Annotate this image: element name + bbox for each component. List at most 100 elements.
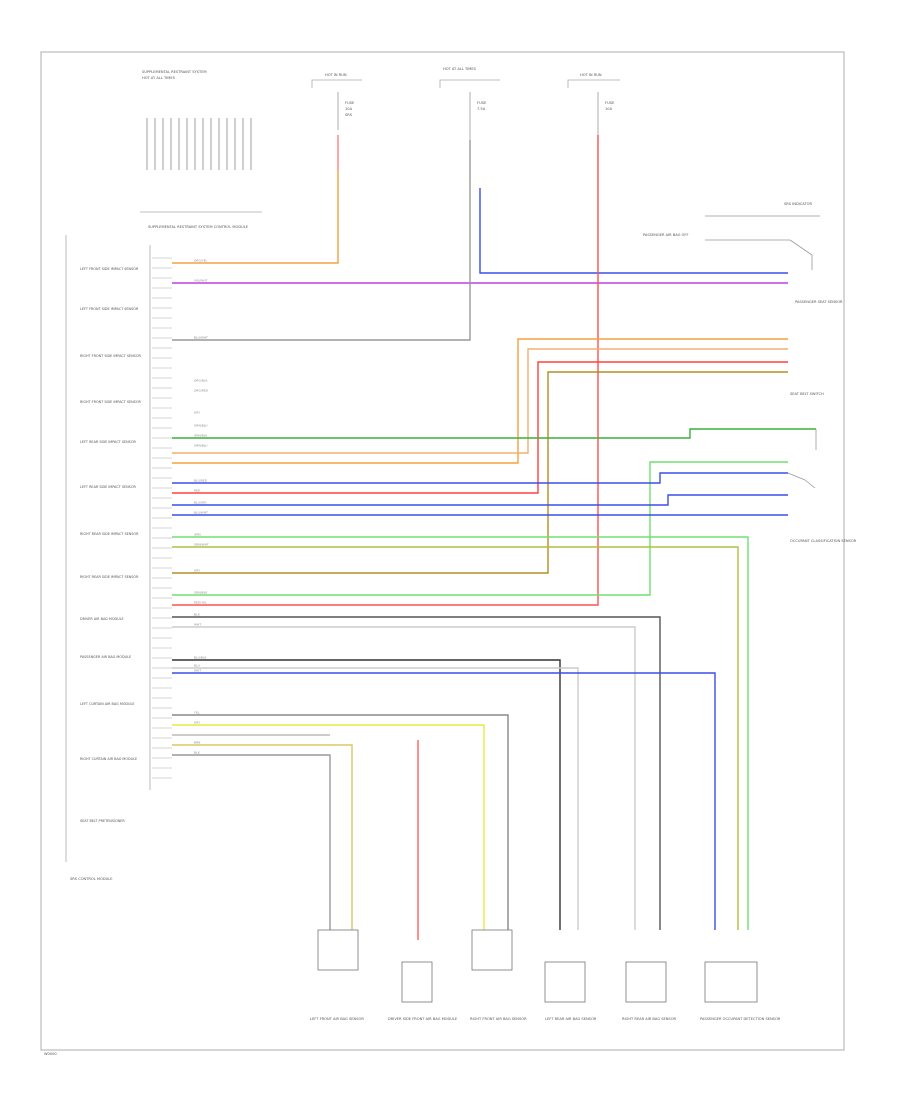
fuse-box-2: HOT AT ALL TIMES FUSE 7.5A (439, 67, 500, 140)
wire-label: GRY (194, 569, 200, 573)
fuse-box-2-line-2: 7.5A (477, 107, 486, 111)
wire-lightgreen-1 (172, 461, 788, 596)
left-module-5: LEFT REAR SIDE IMPACT SENSOR (80, 440, 136, 444)
left-module-12: RIGHT CURTAIN AIR BAG MODULE (80, 757, 137, 761)
wire-label: BRN (194, 741, 200, 745)
wire-blue-2 (172, 494, 788, 506)
bottom-label-1: LEFT FRONT AIR BAG SENSOR (310, 1017, 364, 1021)
wire-gray-4 (172, 714, 509, 930)
fuse-box-2-title: HOT AT ALL TIMES (443, 67, 477, 71)
wire-label: ORN/BLU (194, 444, 207, 448)
bottom-label-6: PASSENGER OCCUPANT DETECTION SENSOR (700, 1017, 781, 1021)
bottom-label-3: RIGHT FRONT AIR BAG SENSOR (470, 1017, 527, 1021)
wire-gray-1 (172, 616, 661, 930)
wire-label: BLU/WHT (194, 336, 208, 340)
left-module-4: RIGHT FRONT SIDE IMPACT SENSOR (80, 400, 142, 404)
bottom-label-2: DRIVER SIDE FRONT AIR BAG MODULE (388, 1017, 458, 1021)
wire-label: ORG/BLK (194, 379, 209, 383)
bottom-label-4: LEFT REAR AIR BAG SENSOR (545, 1017, 597, 1021)
wire-label: BLK (194, 751, 201, 755)
wire-label-group: ORG/YEL VIO/WHT BLU/WHT ORG/BLK ORG/RED GRY OR… (194, 259, 209, 755)
bottom-connectors (317, 929, 758, 1003)
footer-code: W0000 (44, 1052, 57, 1056)
wire-label: GRY (194, 411, 200, 415)
wire-yellow-1 (172, 724, 485, 930)
wire-black-1 (172, 659, 561, 930)
right-label-4: SEAT BELT SWITCH (790, 392, 824, 396)
left-module-9: DRIVER AIR BAG MODULE (80, 617, 124, 621)
fuse-box-3: HOT IN RUN FUSE 10A (567, 73, 620, 135)
top-note-line-2: HOT AT ALL TIMES (142, 76, 176, 80)
left-module-11: LEFT CURTAIN AIR BAG MODULE (80, 702, 135, 706)
fuse-box-1-line-1: FUSE (345, 101, 355, 105)
right-label-3: PASSENGER SEAT SENSOR (795, 300, 843, 304)
wire-label: YEL (194, 711, 200, 715)
wire-label: BLU (194, 664, 200, 668)
wire-label: VIO/WHT (194, 279, 208, 283)
wires (172, 135, 816, 940)
wire-label: ORG/YEL (194, 259, 208, 263)
left-module-labels: LEFT FRONT SIDE IMPACT SENSOR LEFT FRONT… (80, 267, 142, 823)
fuse-box-1-line-3: SRS (345, 113, 353, 117)
top-note-line-1: SUPPLEMENTAL RESTRAINT SYSTEM (142, 70, 207, 74)
wire-blue-1 (172, 472, 788, 484)
wire-orange-yel (172, 170, 339, 264)
wire-label: GRN/WHT (194, 543, 209, 547)
right-label-5: OCCUPANT CLASSIFICATION SENSOR (790, 539, 857, 543)
fuse-box-1: HOT IN RUN FUSE 10A SRS (311, 73, 362, 130)
wire-red-1 (172, 361, 788, 494)
connector-pin-block (146, 118, 252, 170)
wire-blue-fuse2 (479, 188, 788, 274)
left-module-10: PASSENGER AIR BAG MODULE (80, 655, 131, 659)
wire-label: GRY (194, 721, 200, 725)
wire-label: BLK (194, 613, 201, 617)
wire-label: GRN/BLK (194, 591, 208, 595)
wire-label: RED (194, 489, 201, 493)
wire-olive-1 (172, 371, 788, 574)
wire-label: WHT (194, 623, 201, 627)
wire-label: ORN/BLU (194, 424, 207, 428)
wire-yellow-2 (172, 744, 353, 930)
wire-red-fuse3 (172, 135, 599, 606)
fuse-box-2-line-1: FUSE (477, 101, 487, 105)
wire-label: GRN/BLK (194, 434, 208, 438)
fuse-box-3-title: HOT IN RUN (580, 73, 602, 77)
left-footer-label: SRS CONTROL MODULE (70, 877, 113, 881)
left-module-8: RIGHT REAR SIDE IMPACT SENSOR (80, 575, 139, 579)
left-module-1: LEFT FRONT SIDE IMPACT SENSOR (80, 267, 139, 271)
right-switches (705, 215, 820, 489)
left-module-13: SEAT BELT PRETENSIONER (80, 819, 125, 823)
bottom-label-5: RIGHT REAR AIR BAG SENSOR (622, 1017, 677, 1021)
module-title: SUPPLEMENTAL RESTRAINT SYSTEM CONTROL MO… (148, 225, 249, 229)
diagram-border (40, 51, 845, 1051)
left-module-7: RIGHT REAR SIDE IMPACT SENSOR (80, 532, 139, 536)
wire-green-2 (172, 536, 749, 930)
wire-label: BLU/WHT (194, 511, 208, 515)
left-module-2: LEFT FRONT SIDE IMPACT SENSOR (80, 307, 139, 311)
fuse-box-3-line-2: 10A (605, 107, 613, 111)
wire-label: ORG/RED (194, 389, 209, 393)
wire-label: GRN (194, 533, 201, 537)
wire-label: BLU/GRY (194, 501, 207, 505)
fuse-box-1-line-2: 10A (345, 107, 353, 111)
connector-pins (152, 257, 172, 779)
wire-orange-1 (172, 338, 788, 464)
wire-pink-1 (172, 348, 788, 454)
wire-label: BLU/BLK (194, 656, 208, 660)
wire-gray-6 (172, 754, 331, 930)
wire-green-1 (172, 428, 816, 439)
wire-label: BLU/RED (194, 479, 208, 483)
fuse-box-1-title: HOT IN RUN (325, 73, 347, 77)
wire-label: WHT (194, 669, 201, 673)
fuse-box-3-line-1: FUSE (605, 101, 615, 105)
wire-label: RED/YEL (194, 601, 207, 605)
wire-blue-4 (172, 672, 716, 930)
wire-gray-2 (172, 626, 636, 930)
wire-gray-fuse2 (172, 140, 471, 341)
left-module-3: RIGHT FRONT SIDE IMPACT SENSOR (80, 354, 142, 358)
right-label-1: SRS INDICATOR (784, 202, 812, 206)
right-label-2: PASSENGER AIR BAG OFF (643, 233, 689, 237)
wire-gray-3 (172, 667, 579, 930)
